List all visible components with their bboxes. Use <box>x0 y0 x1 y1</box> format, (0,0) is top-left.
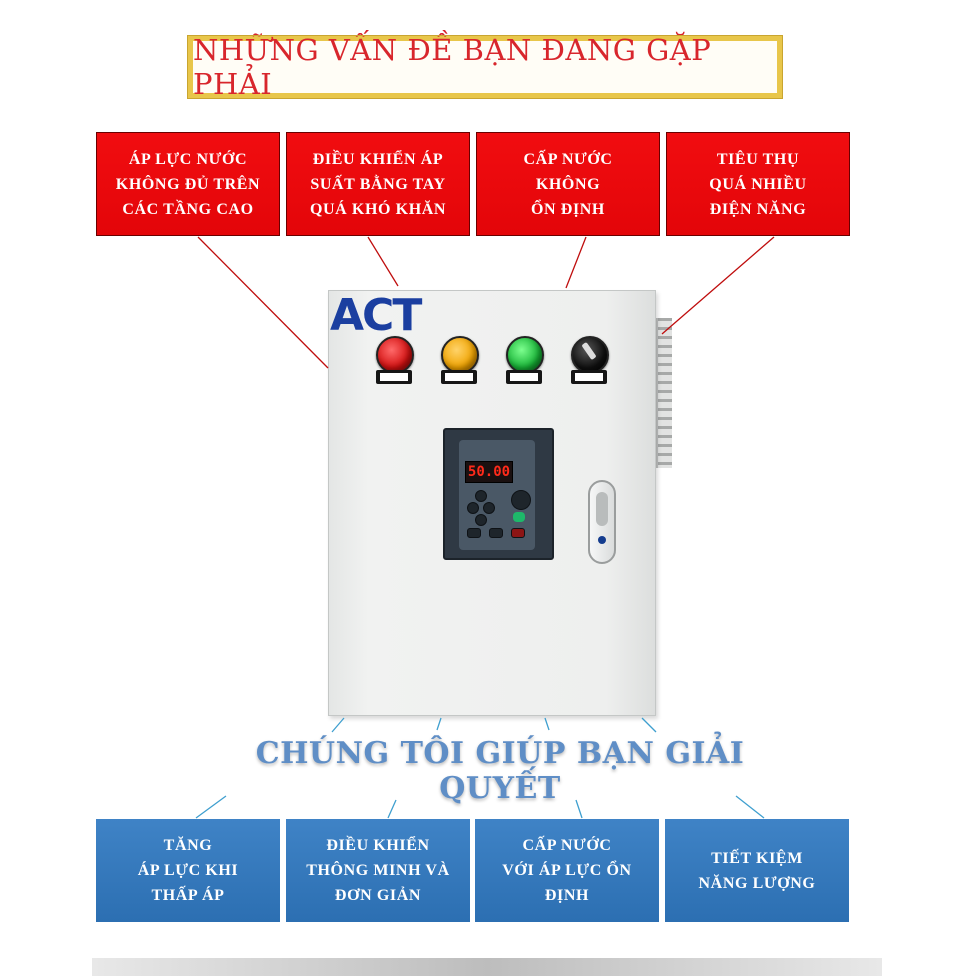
problem-label-3: CẤP NƯỚC KHÔNG ỔN ĐỊNH <box>523 150 613 218</box>
problem-label-1: ÁP LỰC NƯỚC KHÔNG ĐỦ TRÊN CÁC TẦNG CAO <box>115 150 261 218</box>
solution-line-7 <box>575 799 583 819</box>
inverter-button-4 <box>475 514 487 526</box>
inverter-button-7 <box>511 528 525 538</box>
connector-line-3 <box>565 236 587 289</box>
solution-line-4 <box>641 717 657 733</box>
inverter-run-button <box>513 512 525 522</box>
green-lamp <box>506 336 544 386</box>
solution-label-4: TIẾT KIỆM NĂNG LƯỢNG <box>698 849 816 892</box>
inverter-dial <box>511 490 531 510</box>
solution-line-6 <box>387 799 397 819</box>
solutions-heading: CHÚNG TÔI GIÚP BẠN GIẢI QUYẾT <box>255 736 745 806</box>
problem-label-4: TIÊU THỤ QUÁ NHIỀU ĐIỆN NĂNG <box>709 150 807 218</box>
problem-box-4: TIÊU THỤ QUÁ NHIỀU ĐIỆN NĂNG <box>666 132 850 236</box>
floor-shadow <box>92 958 882 976</box>
inverter-keypad: 50.00 <box>443 428 554 560</box>
solution-box-4: TIẾT KIỆM NĂNG LƯỢNG <box>665 819 851 922</box>
problem-box-1: ÁP LỰC NƯỚC KHÔNG ĐỦ TRÊN CÁC TẦNG CAO <box>96 132 280 236</box>
solution-line-2 <box>436 717 442 731</box>
solution-label-2: ĐIỀU KHIỂN THÔNG MINH VÀ ĐƠN GIẢN <box>306 837 450 904</box>
selector-switch-base <box>571 370 607 384</box>
inverter-display: 50.00 <box>465 461 513 483</box>
inverter-button-5 <box>467 528 481 538</box>
connector-line-4 <box>661 236 775 335</box>
red-lamp <box>376 336 414 386</box>
green-lamp-dome <box>506 336 544 374</box>
inverter-button-3 <box>483 502 495 514</box>
solution-box-2: ĐIỀU KHIỂN THÔNG MINH VÀ ĐƠN GIẢN <box>286 819 472 922</box>
inverter-button-2 <box>467 502 479 514</box>
solution-line-8 <box>735 795 765 819</box>
inverter-button-6 <box>489 528 503 538</box>
solution-line-5 <box>195 795 227 819</box>
problem-box-2: ĐIỀU KHIỂN ÁP SUẤT BẰNG TAY QUÁ KHÓ KHĂN <box>286 132 470 236</box>
cabinet-vent <box>656 318 672 468</box>
solution-line-1 <box>331 717 345 733</box>
door-lock-icon <box>598 536 606 544</box>
solution-label-3: CẤP NƯỚC VỚI ÁP LỰC ỔN ĐỊNH <box>502 837 632 904</box>
inverter-button-1 <box>475 490 487 502</box>
page-title-text: NHỮNG VẤN ĐỀ BẠN ĐANG GẶP PHẢI <box>193 33 712 101</box>
solution-box-3: CẤP NƯỚC VỚI ÁP LỰC ỔN ĐỊNH <box>475 819 661 922</box>
solution-box-1: TĂNG ÁP LỰC KHI THẤP ÁP <box>96 819 282 922</box>
solution-label-1: TĂNG ÁP LỰC KHI THẤP ÁP <box>137 837 239 904</box>
problem-label-2: ĐIỀU KHIỂN ÁP SUẤT BẰNG TAY QUÁ KHÓ KHĂN <box>309 150 447 218</box>
yellow-lamp-base <box>441 370 477 384</box>
page-title: NHỮNG VẤN ĐỀ BẠN ĐANG GẶP PHẢI <box>187 33 783 101</box>
selector-switch <box>571 336 609 386</box>
door-handle-slot <box>596 492 608 526</box>
connector-line-2 <box>367 236 399 287</box>
green-lamp-base <box>506 370 542 384</box>
red-lamp-base <box>376 370 412 384</box>
brand-logo: ACT <box>330 290 422 341</box>
connector-line-1 <box>197 236 329 369</box>
problem-box-3: CẤP NƯỚC KHÔNG ỔN ĐỊNH <box>476 132 660 236</box>
solution-line-3 <box>544 717 550 731</box>
yellow-lamp <box>441 336 479 386</box>
red-lamp-dome <box>376 336 414 374</box>
